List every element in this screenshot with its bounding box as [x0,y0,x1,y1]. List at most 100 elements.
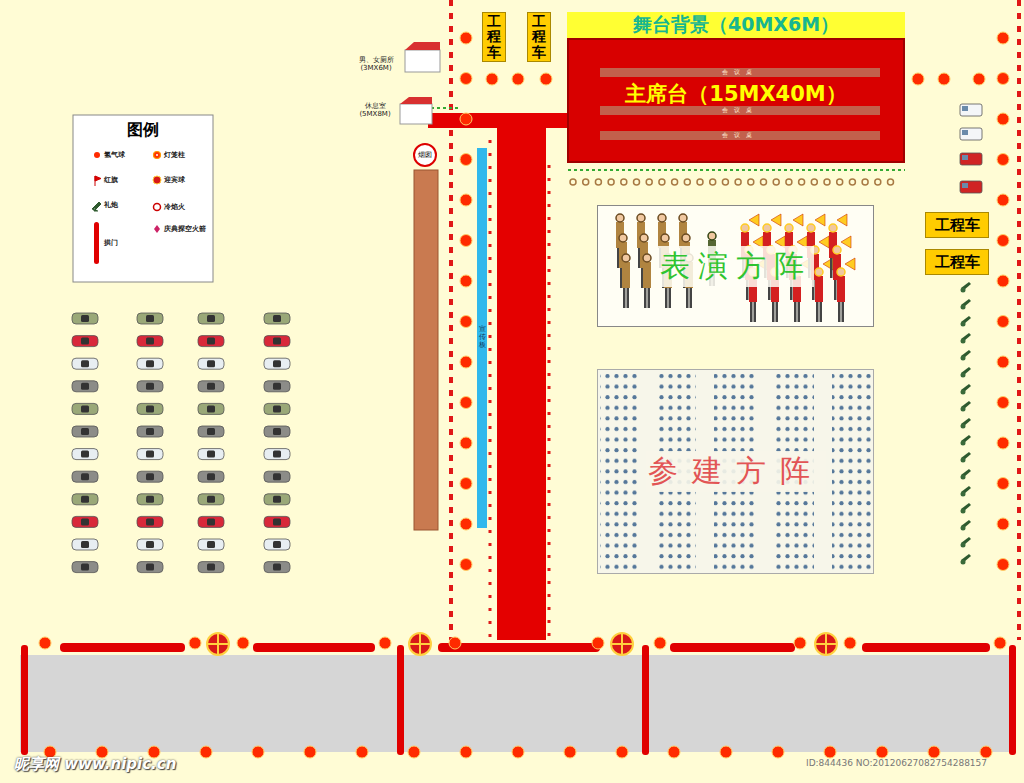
legend-text: 礼炮 [104,200,118,210]
balloon [928,746,940,758]
parked-car [137,336,163,347]
balloon [938,73,950,85]
lantern-post [811,179,817,185]
band-member [682,234,690,242]
node-text: 工程车 [487,14,501,60]
balloon [997,235,1009,247]
vehicle [960,128,982,140]
balloon [460,73,472,85]
parked-car [137,449,163,460]
balloon [460,113,472,125]
balloon [997,397,1009,409]
flag-dancer [816,302,819,322]
parked-car [264,494,290,505]
parked-car [207,564,215,571]
salute-cannon [961,509,966,514]
parked-car [72,516,98,527]
participant-grid [832,374,872,570]
salute-cannon [961,373,966,378]
parked-car [198,381,224,392]
participant-ground [597,369,874,574]
balloon [997,113,1009,125]
balloon [824,746,836,758]
parked-car [207,405,215,412]
parked-car [198,562,224,573]
parked-car [72,494,98,505]
rest-room-building [400,97,432,104]
salute-cannon [961,441,966,446]
parked-car [264,449,290,460]
parked-car [72,403,98,414]
salute-cannon [961,390,966,395]
welcome-ball [410,634,430,654]
balloon [460,154,472,166]
parked-car [72,381,98,392]
node-text: 烟囱 [418,150,432,160]
balloon [564,746,576,758]
arch [670,643,795,652]
legend-icons [92,152,161,265]
parked-car [81,315,89,322]
welcome-ball [207,633,229,655]
balloon [540,73,552,85]
vehicle [962,106,968,111]
arch [862,643,990,652]
parked-car [198,516,224,527]
balloon [460,194,472,206]
performance-formation: 表演方阵 [597,205,874,327]
legend-box [73,115,213,282]
flag-line [489,140,492,640]
lantern-post [773,179,779,185]
balloon [997,154,1009,166]
vehicle [960,181,982,193]
conductor [708,232,716,240]
band-member [623,288,626,308]
salute-cannon [961,492,966,497]
balloon [460,356,472,368]
main-stage: 主席台（15MX40M）会议桌会议桌会议桌 [567,38,905,163]
parked-car [81,360,89,367]
flag-dancer [815,268,823,276]
lantern-post [786,179,792,185]
legend-text: 红旗 [104,175,118,185]
balloon [460,32,472,44]
parked-car [273,315,281,322]
balloon [720,746,732,758]
welcome-ball [409,633,431,655]
welcome-ball [409,633,431,655]
toilet-building [405,42,440,72]
parked-car [72,539,98,550]
parked-car [273,360,281,367]
parked-car [207,451,215,458]
legend-rocket [154,225,160,233]
legend-text: 氢气球 [104,150,125,160]
salute-cannon [961,305,966,310]
parked-car [273,541,281,548]
lantern-post [824,179,830,185]
parked-car [137,494,163,505]
balloon [772,746,784,758]
balloon [460,746,472,758]
node-text: 会议桌 [722,131,758,140]
lantern-post [888,179,894,185]
arch [438,643,600,652]
balloon [997,478,1009,490]
parked-car [207,360,215,367]
flag-dancer [815,276,823,302]
flag-dancer [837,268,845,276]
parked-car [207,338,215,345]
arch [1009,645,1016,755]
lantern-post [646,179,652,185]
parked-car [264,381,290,392]
rest-room-building [400,97,432,124]
balloon [794,637,806,649]
balloon [997,518,1009,530]
flag-dancer [820,302,823,322]
parked-car [207,518,215,525]
engineering-vehicle: 工程车 [482,12,506,62]
balloon [356,746,368,758]
balloon [912,73,924,85]
parked-car [81,518,89,525]
